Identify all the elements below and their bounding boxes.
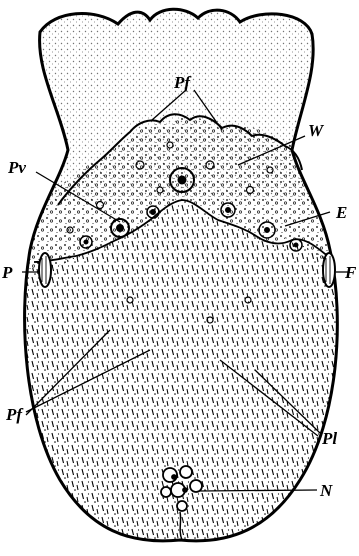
label-n: N: [319, 481, 333, 500]
label-pv: Pv: [7, 158, 26, 177]
left-lateral-patch: [39, 253, 51, 287]
label-pl: Pl: [321, 429, 337, 448]
label-w: W: [308, 121, 325, 140]
vacuole-nucleus: [178, 176, 186, 184]
vacuole-nucleus: [294, 243, 298, 247]
label-pf-bottom: Pf: [5, 405, 24, 424]
label-pf-top: Pf: [173, 73, 192, 92]
vacuole-nucleus: [226, 208, 231, 213]
label-f: F: [344, 263, 357, 282]
vacuole-nucleus: [84, 240, 88, 244]
label-p: P: [1, 263, 13, 282]
vacuole-nucleus: [265, 228, 270, 233]
vacuole-nucleus: [151, 210, 156, 215]
vacuole-nucleus: [117, 225, 124, 232]
label-e: E: [335, 203, 347, 222]
right-lateral-patch: [323, 253, 335, 287]
